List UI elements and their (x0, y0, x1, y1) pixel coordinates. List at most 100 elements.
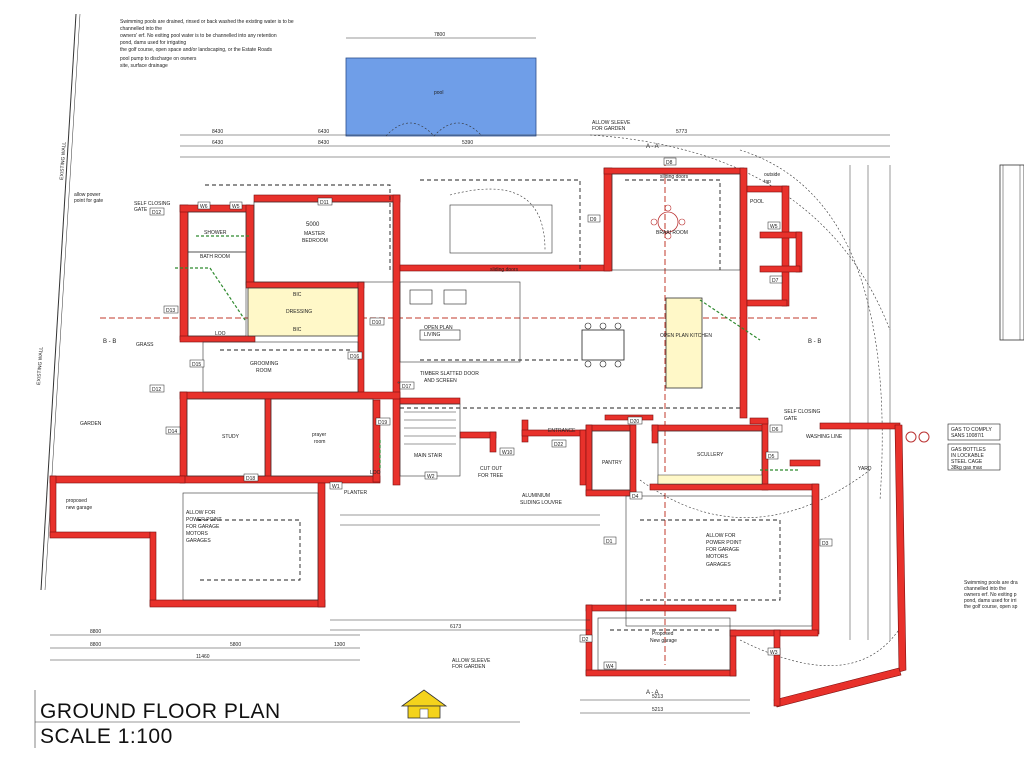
stair (404, 411, 456, 445)
prayer-label-1: prayer (312, 432, 327, 438)
garage-right-label-5: GARAGES (706, 562, 731, 568)
svg-text:7800: 7800 (434, 32, 445, 38)
gas-comply-label-2: SANS 10087/1 (951, 433, 984, 439)
dressing-highlight (247, 287, 359, 337)
proposed-garage-left-label-2: new garage (66, 505, 92, 511)
house-logo (400, 689, 448, 719)
garage-right-label-2: POWER POINT (706, 540, 742, 546)
washing-line-label: WASHING LINE (806, 434, 843, 440)
prayer-label-2: room (314, 439, 325, 445)
planter-label: PLANTER (344, 490, 367, 496)
svg-text:D4: D4 (632, 494, 639, 500)
gas-bottles-label-4: 38kg gas max (951, 465, 983, 471)
loo-label: LOO (215, 331, 226, 337)
svg-text:Swimming pools are dra: Swimming pools are dra (964, 580, 1018, 586)
kitchen-label: OPEN PLAN KITCHEN (660, 333, 712, 339)
boundary-arcs (449, 134, 906, 666)
svg-text:D7: D7 (772, 278, 779, 284)
door-tags: D12 W6 W5 D11 D13 D10 D16 D12 D14 D18 D1… (149, 157, 833, 670)
aluminium-label-2: SLIDING LOUVRE (520, 500, 563, 506)
master-bedroom-label-2: BEDROOM (302, 238, 328, 244)
svg-text:D16: D16 (350, 354, 359, 360)
scullery-label: SCULLERY (697, 452, 724, 458)
svg-text:D19: D19 (378, 420, 387, 426)
svg-text:D6: D6 (772, 427, 779, 433)
svg-text:5800: 5800 (230, 642, 241, 648)
svg-text:owners erf. No exiting p: owners erf. No exiting p (964, 592, 1017, 598)
svg-text:W4: W4 (606, 664, 614, 670)
svg-text:D13: D13 (166, 308, 175, 314)
svg-text:Swimming pools are drained, ri: Swimming pools are drained, rinsed or ba… (120, 19, 294, 25)
section-b-left-label: B - B (103, 339, 116, 345)
gas-bottle-1 (905, 431, 917, 443)
allow-sleeve-top-2: FOR GARDEN (592, 126, 626, 132)
allow-power-label-1: allow power (74, 192, 101, 198)
allow-sleeve-bottom-2: FOR GARDEN (452, 664, 486, 670)
pool-drainage-note-right: Swimming pools are dra channelled into t… (964, 580, 1018, 610)
sliding-doors-mid-label: sliding doors (490, 267, 519, 273)
svg-text:D5: D5 (768, 454, 775, 460)
garage-right-label-1: ALLOW FOR (706, 533, 736, 539)
svg-text:D2: D2 (582, 637, 589, 643)
svg-text:the golf course, open space an: the golf course, open space and/or lands… (120, 47, 273, 53)
living-label-1: OPEN PLAN (424, 325, 453, 331)
garage-left-label-4: MOTORS (186, 531, 209, 537)
section-b-right-label: B - B (808, 339, 821, 345)
svg-text:pond, dams used for irri: pond, dams used for irri (964, 598, 1017, 604)
garage-right-label-4: MOTORS (706, 554, 729, 560)
section-a-top-label: A - A (646, 144, 659, 150)
self-closing-gate-left-2: GATE (134, 207, 148, 213)
drawing-title: GROUND FLOOR PLAN (40, 700, 281, 723)
loo2-label: LOO (370, 470, 381, 476)
main-stair-label: MAIN STAIR (414, 453, 443, 459)
master-bedroom-label-1: MASTER (304, 231, 325, 237)
svg-text:6173: 6173 (450, 624, 461, 630)
gas-bottles-label-2: IN LOCKABLE (951, 453, 984, 459)
svg-text:W10: W10 (502, 450, 513, 456)
svg-text:D20: D20 (630, 419, 639, 425)
svg-text:D3: D3 (822, 541, 829, 547)
svg-text:D18: D18 (246, 476, 255, 482)
plumbing-lines (175, 235, 800, 471)
allow-sleeve-bottom-1: ALLOW SLEEVE (452, 658, 491, 664)
right-dimension-lines (849, 165, 1021, 640)
svg-text:6430: 6430 (318, 129, 329, 135)
pool-room-label: POOL (750, 199, 764, 205)
existing-wall-left-label: EXISTING WALL (36, 346, 45, 385)
svg-text:owners' erf. No exiting pool w: owners' erf. No exiting pool water is to… (120, 33, 277, 39)
svg-text:1300: 1300 (334, 642, 345, 648)
sofa (409, 289, 467, 341)
svg-text:6430: 6430 (212, 140, 223, 146)
section-a-bottom-label: A - A (646, 690, 659, 696)
svg-text:5213: 5213 (652, 707, 663, 713)
garage-left-label-1: ALLOW FOR (186, 510, 216, 516)
cut-out-label-1: CUT OUT (480, 466, 502, 472)
timber-label-1: TIMBER SLATTED DOOR (420, 371, 479, 377)
pool-label: pool (434, 90, 443, 96)
aluminium-label-1: ALUMINIUM (522, 493, 550, 499)
bic-bottom-label: BIC (293, 327, 302, 333)
svg-text:W5: W5 (232, 204, 240, 210)
pool (345, 57, 537, 137)
svg-text:D17: D17 (402, 384, 411, 390)
gas-bottles-box (947, 443, 1001, 471)
svg-text:the golf course, open sp: the golf course, open sp (964, 604, 1018, 610)
svg-text:D1: D1 (606, 539, 613, 545)
interior-partitions (182, 173, 813, 671)
entrance-label: ENTRANCE (548, 428, 576, 434)
svg-text:W5: W5 (770, 224, 778, 230)
svg-text:8430: 8430 (318, 140, 329, 146)
gas-bottle-2 (918, 431, 930, 443)
svg-text:D11: D11 (320, 200, 329, 206)
braai-label: BRAAI ROOM (656, 230, 688, 236)
bottom-dimension-lines: 8800 8800 5800 11460 1300 5213 5213 6173 (50, 514, 750, 714)
svg-text:channelled into the: channelled into the (120, 26, 162, 32)
svg-text:site, surface drainage: site, surface drainage (120, 63, 168, 69)
self-closing-gate-left-1: SELF CLOSING (134, 201, 171, 207)
svg-text:8430: 8430 (212, 129, 223, 135)
svg-text:D15: D15 (192, 362, 201, 368)
sliding-doors-top-label: sliding doors (660, 174, 689, 180)
svg-text:D12: D12 (152, 210, 161, 216)
svg-text:5213: 5213 (652, 694, 663, 700)
gas-comply-label-1: GAS TO COMPLY (951, 427, 993, 433)
